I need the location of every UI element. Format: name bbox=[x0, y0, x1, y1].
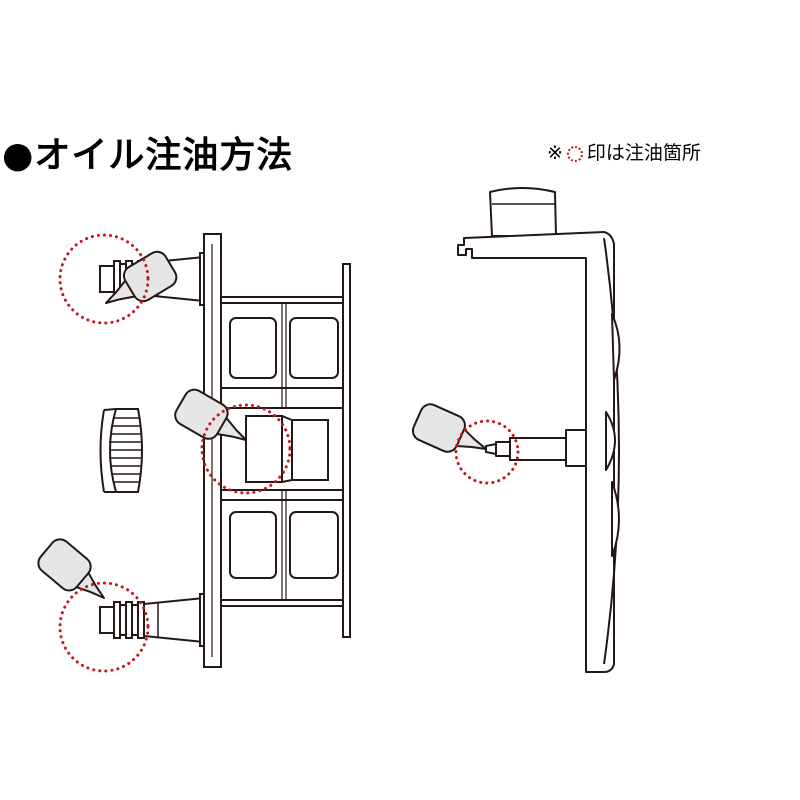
knob bbox=[99, 408, 143, 493]
note-mark: ※ bbox=[547, 142, 563, 164]
oil-point-legend-icon bbox=[566, 146, 583, 162]
reel-front-view bbox=[203, 233, 351, 668]
oil-point-hub bbox=[200, 403, 292, 495]
reel-side-view bbox=[457, 187, 621, 673]
oil-point-side bbox=[454, 419, 520, 485]
note-text: 印は注油箇所 bbox=[586, 142, 701, 164]
oil-point-markers bbox=[58, 233, 520, 673]
lower-shaft-end bbox=[99, 593, 205, 647]
oil-bottle-side bbox=[408, 400, 495, 468]
oil-bottle-lower bbox=[33, 534, 118, 614]
oil-point-lower bbox=[58, 581, 150, 673]
oil-point-upper bbox=[58, 233, 150, 325]
legend-note: ※ 印は注油箇所 bbox=[547, 138, 701, 165]
page-title: ●オイル注油方法 bbox=[2, 135, 294, 176]
